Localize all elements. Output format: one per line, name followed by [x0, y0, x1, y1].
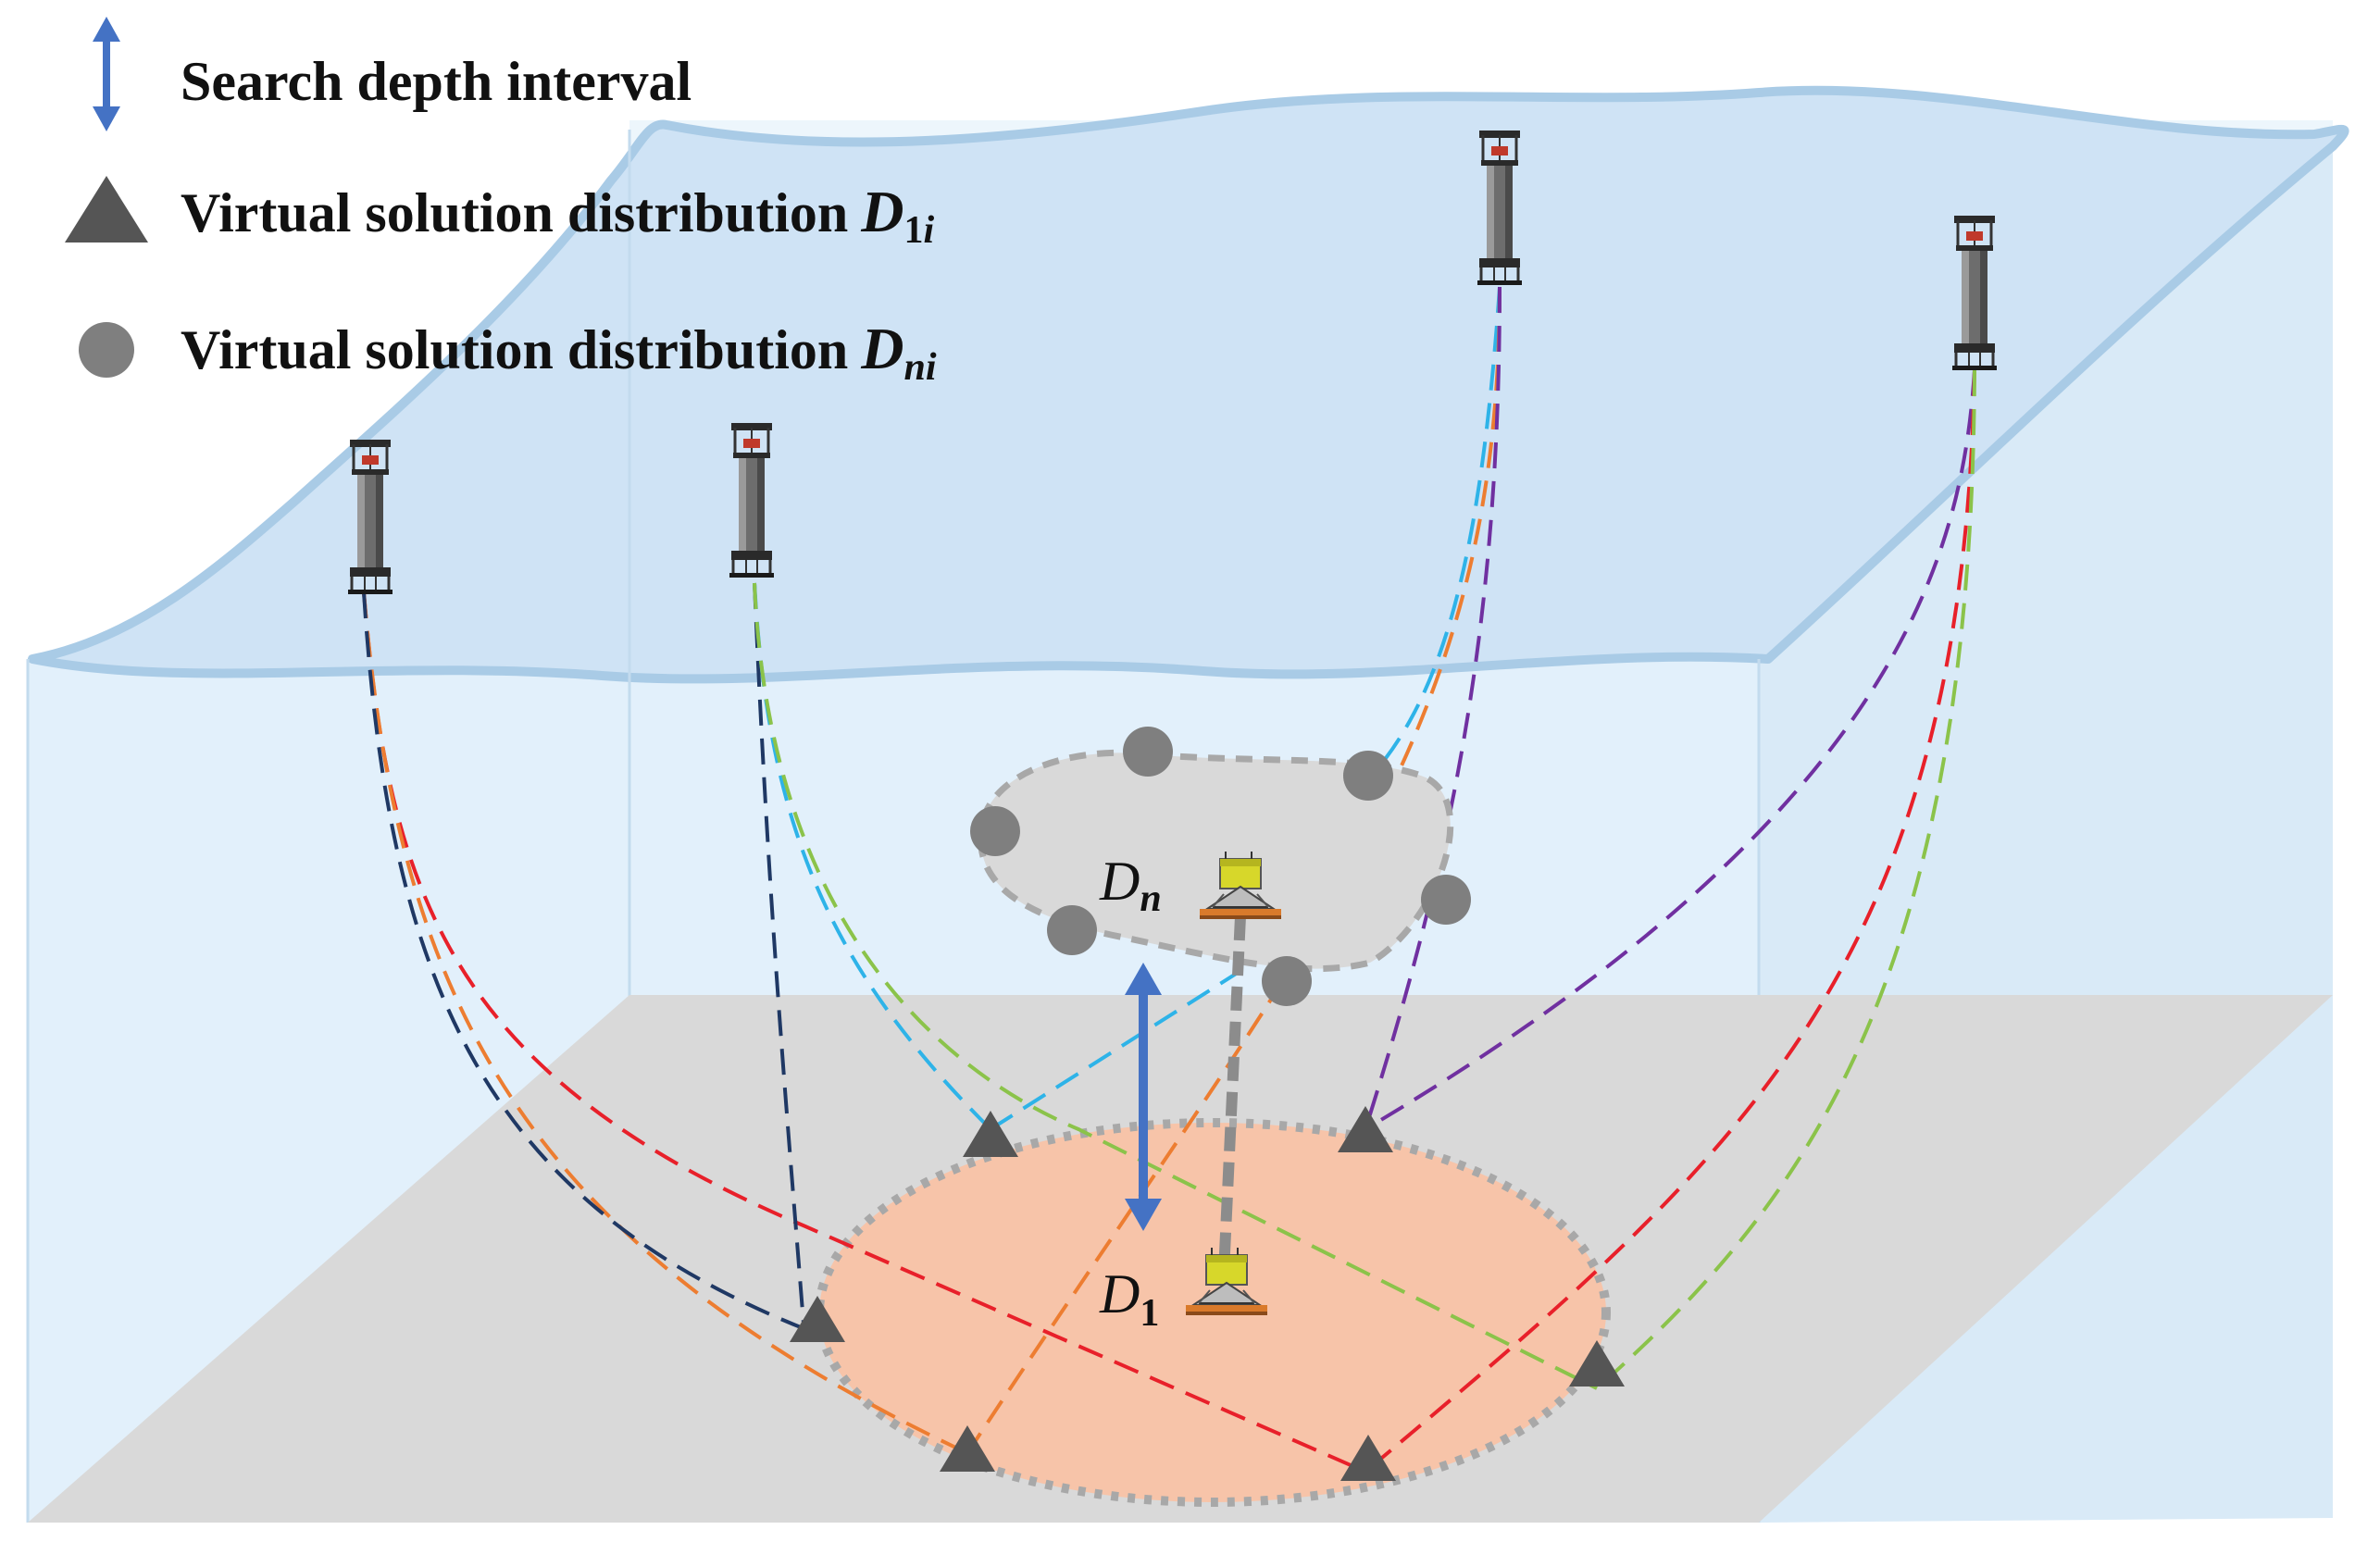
path-cyan-2 [989, 956, 1263, 1131]
lower-region-label: D1 [1099, 1263, 1159, 1335]
path-purple-1 [1364, 286, 1502, 1130]
upper-region-label: Dn [1099, 851, 1162, 920]
triangle-marker [1338, 1106, 1393, 1152]
path-green-1 [753, 582, 1598, 1390]
path-purple-2 [1364, 369, 1976, 1131]
triangle-marker [940, 1425, 995, 1472]
search-region-upper [977, 749, 1454, 973]
acoustic-paths [362, 286, 1976, 1474]
circle-marker [1047, 905, 1097, 955]
circle-marker [970, 806, 1020, 856]
path-cyan-3 [1368, 286, 1502, 779]
legend-arrow-icon [93, 17, 120, 131]
circle-marker [1123, 727, 1173, 777]
triangle-marker [963, 1111, 1018, 1157]
legend-arrow-label: Search depth interval [181, 51, 692, 112]
search-depth-arrow [1125, 963, 1162, 1231]
legend-triangle-icon [65, 176, 148, 242]
path-orange-1 [362, 591, 968, 1455]
legend-circle-icon [79, 322, 134, 378]
circle-marker [1262, 956, 1312, 1006]
circle-markers [970, 727, 1471, 1006]
path-green-2 [1595, 369, 1976, 1390]
triangle-marker [790, 1296, 845, 1342]
water-surface [28, 85, 2349, 684]
lander-link-line [1218, 915, 1246, 1274]
path-navy-1 [362, 591, 816, 1335]
legend: Search depth interval Virtual solution d… [65, 17, 937, 389]
triangle-markers [790, 1106, 1625, 1481]
triangle-marker [1340, 1435, 1396, 1481]
circle-marker [1343, 751, 1393, 801]
path-navy-2 [753, 582, 805, 1324]
path-red-2 [1364, 369, 1976, 1474]
circle-marker [1421, 875, 1471, 925]
triangle-marker [1569, 1340, 1625, 1387]
